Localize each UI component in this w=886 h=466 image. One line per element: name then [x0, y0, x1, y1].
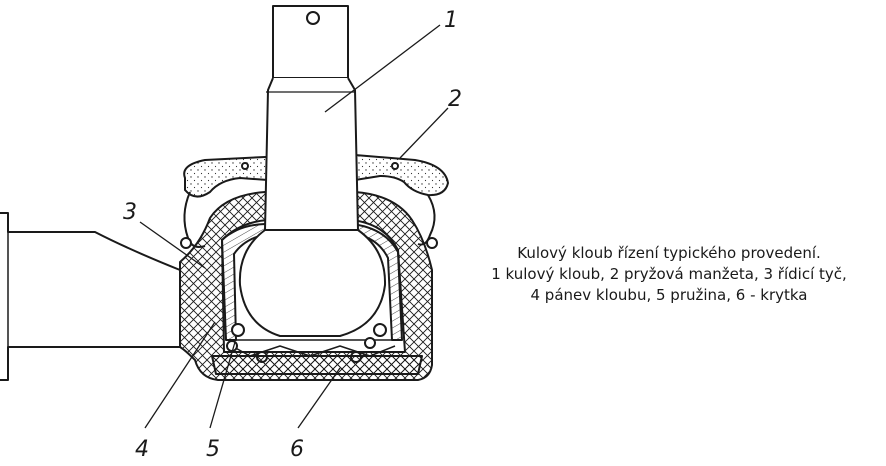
caption-legend-line-1: 1 kulový kloub, 2 pryžová manžeta, 3 říd…: [491, 265, 847, 283]
caption-title: Kulový kloub řízení typického provedení.: [517, 244, 821, 262]
ball-stud: [238, 5, 387, 337]
leader-lines: [139, 24, 449, 429]
part-label-5: 5: [206, 437, 220, 462]
part-label-3: 3: [123, 200, 137, 225]
part-label-1: 1: [444, 8, 458, 33]
part-label-4: 4: [135, 437, 149, 462]
caption-legend-line-2: 4 pánev kloubu, 5 pružina, 6 - krytka: [530, 286, 808, 304]
part-label-6: 6: [290, 437, 304, 462]
part-label-2: 2: [448, 87, 462, 112]
steering-rod: [0, 212, 181, 381]
diagram-caption: Kulový kloub řízení typického provedení.…: [452, 243, 886, 306]
end-cover: [211, 355, 423, 375]
